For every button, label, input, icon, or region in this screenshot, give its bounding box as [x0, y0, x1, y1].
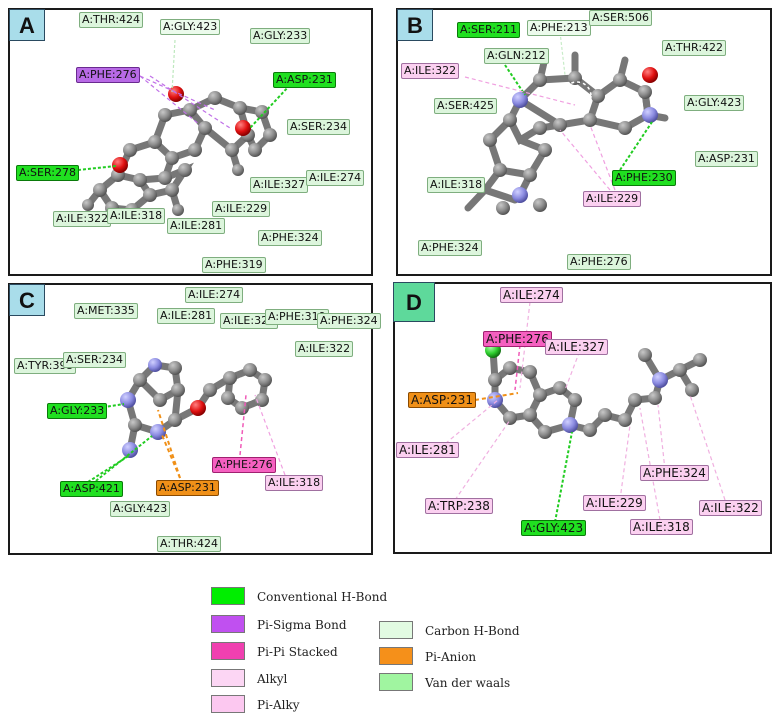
residue-label: A:PHE:276 [567, 254, 631, 270]
residue-label: A:PHE:213 [527, 20, 591, 36]
residue-label: A:GLY:233 [250, 28, 311, 44]
legend-label: Van der waals [425, 676, 511, 690]
panel-d-atoms [485, 342, 707, 439]
residue-label: A:SER:278 [16, 165, 79, 181]
legend-label: Pi-Sigma Bond [257, 618, 347, 632]
legend-label: Pi-Alky [257, 698, 300, 712]
residue-label: A:GLY:423 [160, 19, 221, 35]
residue-label: A:ASP:231 [408, 392, 477, 408]
residue-label: A:GLY:233 [47, 403, 108, 419]
residue-label: A:ILE:229 [583, 191, 642, 207]
residue-label: A:PHE:276 [76, 67, 140, 83]
legend-swatch-carbon-h-bond [379, 621, 413, 639]
residue-label: A:PHE:324 [640, 465, 709, 481]
legend-label: Pi-Pi Stacked [257, 645, 338, 659]
residue-label: A:SER:211 [457, 22, 520, 38]
panel-label-b: B [397, 9, 433, 41]
residue-label: A:ILE:281 [157, 308, 216, 324]
residue-label: A:ASP:231 [273, 72, 336, 88]
residue-label: A:PHE:324 [317, 313, 381, 329]
residue-label: A:PHE:319 [265, 309, 329, 325]
residue-label: A:GLN:212 [484, 48, 549, 64]
residue-label: A:ILE:318 [427, 177, 486, 193]
residue-label: A:ILE:229 [583, 495, 646, 511]
residue-label: A:ILE:281 [396, 442, 459, 458]
legend-swatch-pi-sigma [211, 615, 245, 633]
residue-label: A:THR:424 [79, 12, 144, 28]
panel-d-molecule [489, 346, 704, 436]
legend-swatch-van-der-waals [379, 673, 413, 691]
residue-label: A:ILE:274 [306, 170, 365, 186]
panel-label-c: C [9, 284, 45, 316]
residue-label: A:SER:425 [434, 98, 497, 114]
residue-label: A:ILE:229 [212, 201, 271, 217]
residue-label: A:PHE:276 [212, 457, 276, 473]
legend-swatch-conventional-h-bond [211, 587, 245, 605]
panel-a-interactions [77, 39, 291, 171]
legend-swatch-alkyl [211, 669, 245, 687]
residue-label: A:THR:424 [157, 536, 222, 552]
residue-label: A:ILE:318 [265, 475, 324, 491]
residue-label: A:ILE:318 [630, 519, 693, 535]
residue-label: A:GLY:423 [684, 95, 745, 111]
panel-label-a: A [9, 9, 45, 41]
residue-label: A:TRP:238 [425, 498, 493, 514]
legend-label: Pi-Anion [425, 650, 477, 664]
residue-label: A:ILE:322 [401, 63, 460, 79]
residue-label: A:PHE:324 [418, 240, 482, 256]
panel-label-d: D [393, 282, 435, 322]
residue-label: A:ASP:421 [60, 481, 123, 497]
panel-c-interactions [87, 394, 286, 485]
residue-label: A:THR:422 [662, 40, 727, 56]
residue-label: A:ASP:231 [695, 151, 758, 167]
legend-label: Conventional H-Bond [257, 590, 388, 604]
residue-label: A:ILE:322 [53, 211, 112, 227]
residue-label: A:PHE:276 [483, 331, 552, 347]
residue-label: A:SER:234 [287, 119, 350, 135]
panel-a-atoms [82, 86, 277, 217]
residue-label: A:MET:335 [74, 303, 138, 319]
residue-label: A:ILE:281 [167, 218, 226, 234]
residue-label: A:ASP:231 [156, 480, 219, 496]
residue-label: A:ILE:274 [185, 287, 244, 303]
residue-label: A:GLY:423 [521, 520, 587, 536]
residue-label: A:ILE:327 [220, 313, 279, 329]
residue-label: A:ILE:274 [500, 287, 563, 303]
residue-label: A:SER:506 [589, 10, 652, 26]
residue-label: A:ILE:327 [250, 177, 309, 193]
legend-label: Alkyl [257, 672, 288, 686]
residue-label: A:SER:234 [63, 352, 126, 368]
residue-label: A:PHE:230 [612, 170, 676, 186]
residue-label: A:ILE:318 [107, 208, 166, 224]
residue-label: A:ILE:322 [699, 500, 762, 516]
residue-label: A:GLY:423 [110, 501, 171, 517]
panel-b-interactions [464, 31, 653, 191]
residue-label: A:PHE:324 [258, 230, 322, 246]
residue-label: A:PHE:319 [202, 257, 266, 273]
legend-swatch-pi-anion [379, 647, 413, 665]
panel-c [8, 283, 373, 555]
legend-swatch-pi-pi-stacked [211, 642, 245, 660]
panel-a-molecule [84, 94, 275, 214]
residue-label: A:ILE:322 [295, 341, 354, 357]
panel-b-atoms [483, 67, 658, 215]
legend-swatch-pi-alky [211, 695, 245, 713]
legend-label: Carbon H-Bond [425, 624, 520, 638]
residue-label: A:ILE:327 [545, 339, 608, 355]
panel-c-atoms [120, 358, 272, 458]
